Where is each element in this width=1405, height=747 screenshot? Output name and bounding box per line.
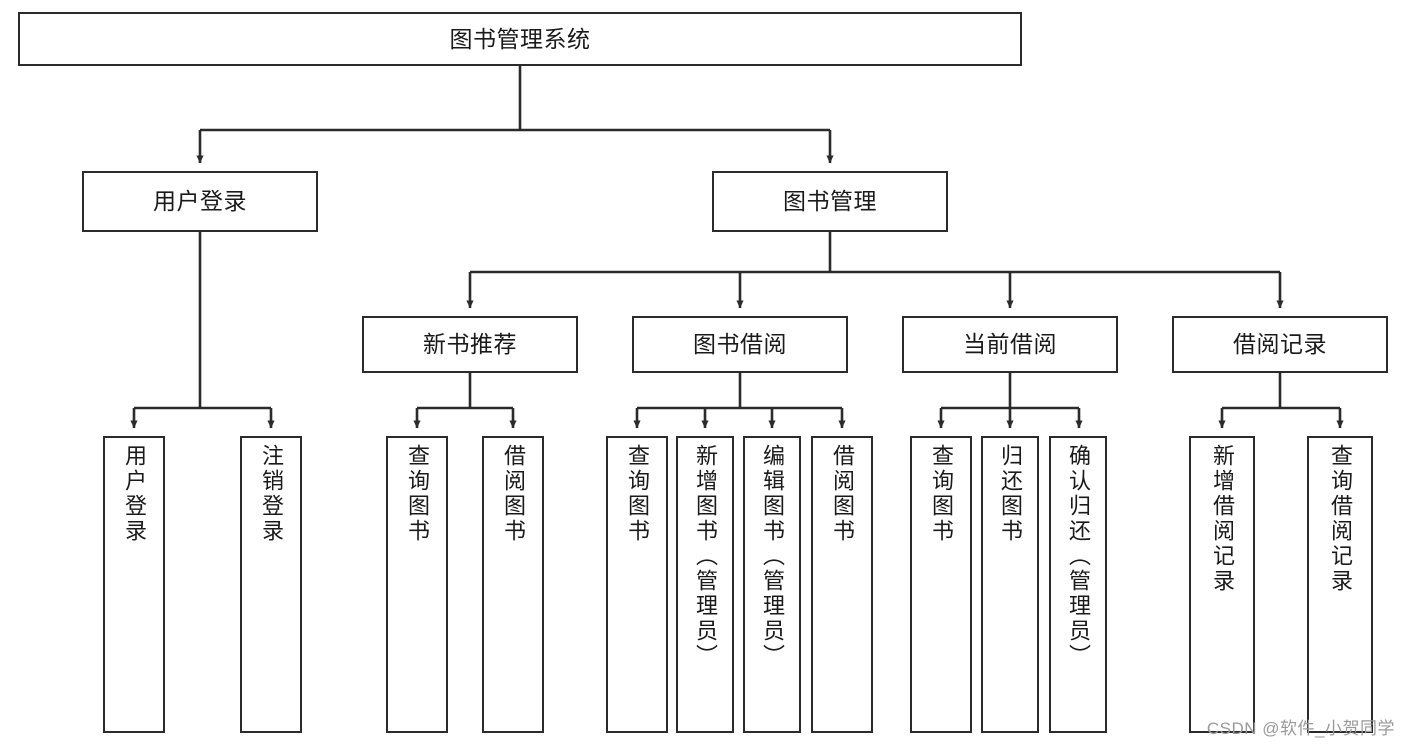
- node-leaf-query-book-3-label: 查询图书: [929, 444, 954, 544]
- node-root-label: 图书管理系统: [449, 25, 591, 52]
- node-borrow-record[interactable]: 借阅记录: [1172, 316, 1388, 373]
- node-book-borrow[interactable]: 图书借阅: [632, 316, 848, 373]
- node-leaf-query-book-2-label: 查询图书: [625, 444, 650, 544]
- node-root[interactable]: 图书管理系统: [18, 12, 1022, 66]
- node-leaf-borrow-book-1-label: 借阅图书: [501, 444, 526, 544]
- node-leaf-query-book-1[interactable]: 查询图书: [386, 436, 448, 733]
- node-leaf-edit-book[interactable]: 编辑图书（管理员）: [743, 436, 801, 733]
- node-user-login-label: 用户登录: [153, 188, 247, 215]
- node-leaf-return-book-label: 归还图书: [998, 444, 1023, 544]
- node-leaf-logout[interactable]: 注销登录: [240, 436, 302, 733]
- node-leaf-confirm-return-label: 确认归还（管理员）: [1066, 444, 1091, 669]
- node-leaf-user-login[interactable]: 用户登录: [103, 436, 165, 733]
- node-leaf-add-book-label: 新增图书（管理员）: [693, 444, 718, 669]
- node-leaf-query-record[interactable]: 查询借阅记录: [1307, 436, 1373, 733]
- node-book-manage[interactable]: 图书管理: [712, 171, 948, 232]
- node-leaf-borrow-book-1[interactable]: 借阅图书: [482, 436, 544, 733]
- node-leaf-return-book[interactable]: 归还图书: [981, 436, 1039, 733]
- node-leaf-query-book-3[interactable]: 查询图书: [910, 436, 972, 733]
- node-book-manage-label: 图书管理: [783, 188, 877, 215]
- node-leaf-query-book-1-label: 查询图书: [405, 444, 430, 544]
- node-book-borrow-label: 图书借阅: [693, 331, 787, 358]
- node-leaf-query-book-2[interactable]: 查询图书: [606, 436, 668, 733]
- csdn-watermark: CSDN @软件_小贺同学: [1206, 719, 1395, 738]
- node-user-login[interactable]: 用户登录: [82, 171, 318, 232]
- node-new-book-recommend[interactable]: 新书推荐: [362, 316, 578, 373]
- node-leaf-logout-label: 注销登录: [259, 444, 284, 544]
- node-leaf-borrow-book-2-label: 借阅图书: [830, 444, 855, 544]
- node-leaf-add-record-label: 新增借阅记录: [1210, 444, 1235, 594]
- node-leaf-edit-book-label: 编辑图书（管理员）: [760, 444, 785, 669]
- node-leaf-query-record-label: 查询借阅记录: [1328, 444, 1353, 594]
- node-leaf-add-book[interactable]: 新增图书（管理员）: [676, 436, 734, 733]
- node-current-borrow[interactable]: 当前借阅: [902, 316, 1118, 373]
- node-new-book-recommend-label: 新书推荐: [423, 331, 517, 358]
- node-leaf-user-login-label: 用户登录: [122, 444, 147, 544]
- node-leaf-confirm-return[interactable]: 确认归还（管理员）: [1049, 436, 1107, 733]
- node-current-borrow-label: 当前借阅: [963, 331, 1057, 358]
- node-leaf-borrow-book-2[interactable]: 借阅图书: [811, 436, 873, 733]
- node-borrow-record-label: 借阅记录: [1233, 331, 1327, 358]
- node-leaf-add-record[interactable]: 新增借阅记录: [1189, 436, 1255, 733]
